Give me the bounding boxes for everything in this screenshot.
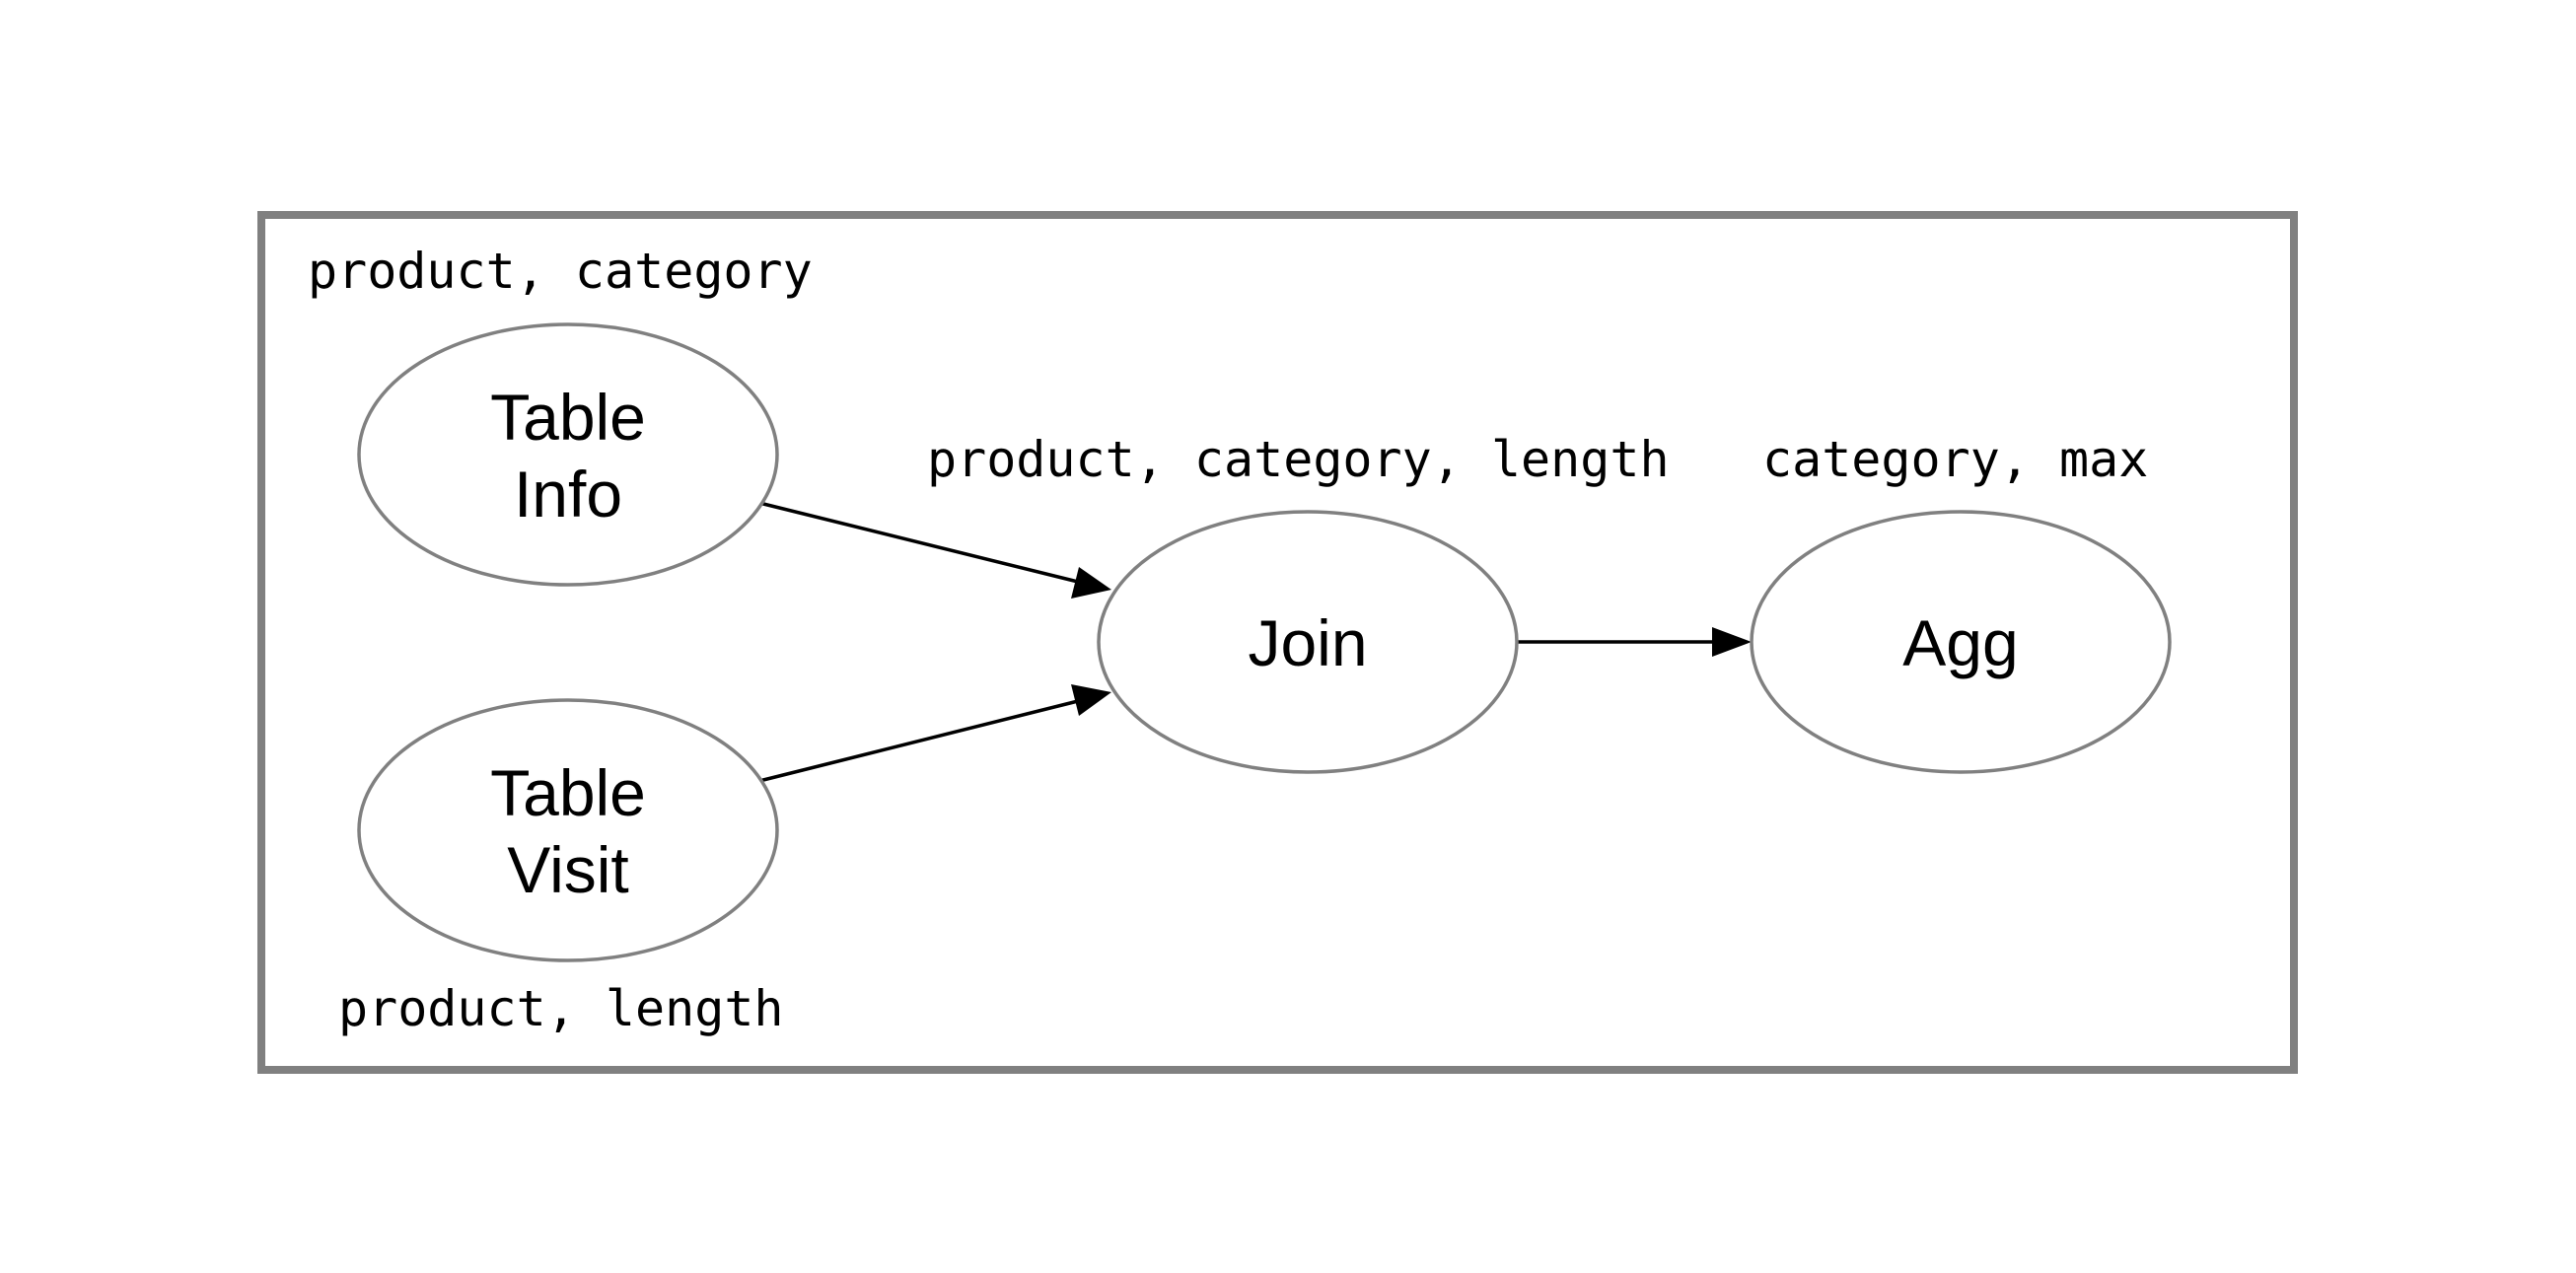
edge-table-info-to-join bbox=[758, 501, 1111, 599]
node-table-visit-label-line2: Visit bbox=[507, 833, 629, 906]
node-join-label: Join bbox=[1248, 606, 1367, 679]
edge-line bbox=[758, 501, 1079, 584]
node-ellipse bbox=[357, 698, 779, 962]
edge-line bbox=[758, 699, 1079, 783]
node-table-info-label-line1: Table bbox=[490, 381, 646, 454]
node-agg: Agg bbox=[1750, 510, 2172, 774]
node-table-info: Table Info bbox=[357, 322, 779, 587]
schema-label-table-info: product, category bbox=[308, 243, 813, 300]
diagram-frame bbox=[257, 211, 2298, 1074]
node-join: Join bbox=[1097, 510, 1519, 774]
schema-label-table-visit: product, length bbox=[338, 980, 784, 1037]
node-ellipse bbox=[357, 322, 779, 587]
node-table-visit: Table Visit bbox=[357, 698, 779, 962]
arrowhead bbox=[1712, 627, 1752, 657]
node-table-info-label-line2: Info bbox=[514, 458, 622, 530]
node-agg-label: Agg bbox=[1902, 606, 2018, 679]
node-ellipse bbox=[1750, 510, 2172, 774]
edge-table-visit-to-join bbox=[758, 684, 1111, 783]
node-table-visit-label-line1: Table bbox=[490, 756, 646, 829]
edge-join-to-agg bbox=[1517, 627, 1752, 657]
arrowhead bbox=[1071, 684, 1111, 716]
node-ellipse bbox=[1097, 510, 1519, 774]
schema-label-agg: category, max bbox=[1762, 431, 2148, 488]
schema-label-join: product, category, length bbox=[927, 431, 1670, 488]
arrowhead bbox=[1071, 567, 1111, 599]
